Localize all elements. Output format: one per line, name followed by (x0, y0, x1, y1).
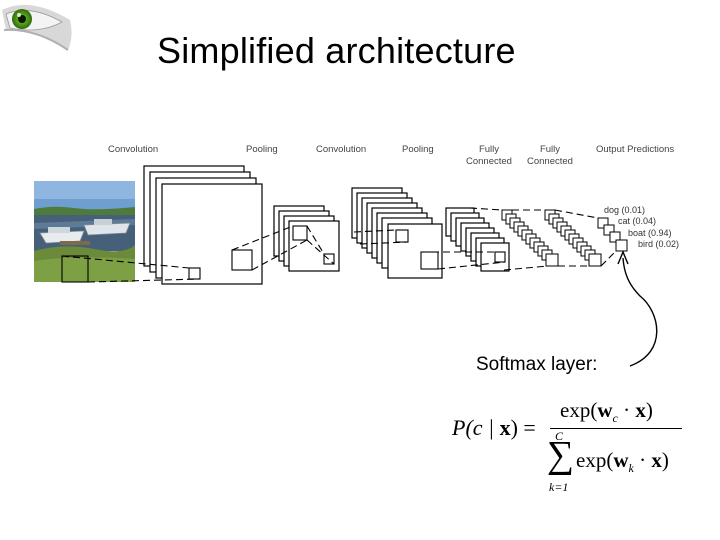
prediction-label: dog (0.01) (604, 205, 646, 215)
softmax-formula: P(c | x) = exp(wc · x) C ∑ k=1 exp(wk · … (452, 396, 692, 506)
formula-denominator: exp(wk · x) (576, 448, 669, 476)
stage-label-line: Connected (466, 156, 512, 167)
softmax-label: Softmax layer: (476, 354, 598, 375)
boat-photo-icon (34, 181, 135, 282)
stage-label-fully-connected-1: Fully Connected (466, 144, 512, 168)
formula-part: ) (645, 398, 653, 422)
formula-part: exp( (560, 398, 598, 422)
formula-part: w (613, 448, 629, 472)
sum-symbol: ∑ (547, 434, 575, 476)
eye-logo-icon (2, 4, 72, 51)
formula-part: c (612, 411, 618, 426)
conv1-feature-map (161, 183, 263, 285)
sum-upper-limit: C (555, 429, 564, 443)
formula-part: ) = (510, 415, 536, 440)
output-node-dog (597, 217, 609, 229)
formula-part: · (617, 398, 636, 422)
stage-label-fully-connected-2: Fully Connected (527, 144, 573, 168)
arrow-head-icon (617, 250, 629, 265)
pool1-feature-map (288, 220, 340, 272)
formula-part: P(c | (452, 415, 500, 440)
formula-part: ) (661, 448, 669, 472)
formula-part: k (628, 461, 634, 476)
formula-numerator: exp(wc · x) (560, 398, 653, 426)
formula-part: exp( (576, 448, 614, 472)
formula-part: x (499, 415, 511, 440)
stage-label-line: Connected (527, 156, 573, 167)
stage-label-line: Fully (478, 144, 499, 155)
slide-title: Simplified architecture (157, 30, 516, 71)
formula-part: x (651, 448, 662, 472)
prediction-label: bird (0.02) (638, 239, 680, 249)
stage-label-output-predictions: Output Predictions (596, 144, 675, 155)
stage-label-line: Fully (539, 144, 560, 155)
output-node-bird (615, 239, 628, 252)
formula-part: · (633, 448, 652, 472)
output-node-boat (609, 231, 621, 243)
prediction-label: cat (0.04) (618, 216, 657, 226)
stage-label-pooling-2: Pooling (402, 144, 434, 155)
formula-part: w (597, 398, 613, 422)
prediction-label: boat (0.94) (628, 228, 672, 238)
stage-label-pooling-1: Pooling (246, 144, 278, 155)
formula-part: x (635, 398, 646, 422)
fraction-line (550, 428, 682, 429)
output-node-cat (603, 224, 615, 236)
sum-lower-limit: k=1 (549, 480, 569, 494)
stage-label-convolution-2: Convolution (316, 144, 367, 155)
formula-lhs: P(c | x) = (452, 415, 536, 441)
stage-label-convolution-1: Convolution (108, 144, 159, 155)
softmax-arrow (622, 257, 658, 367)
